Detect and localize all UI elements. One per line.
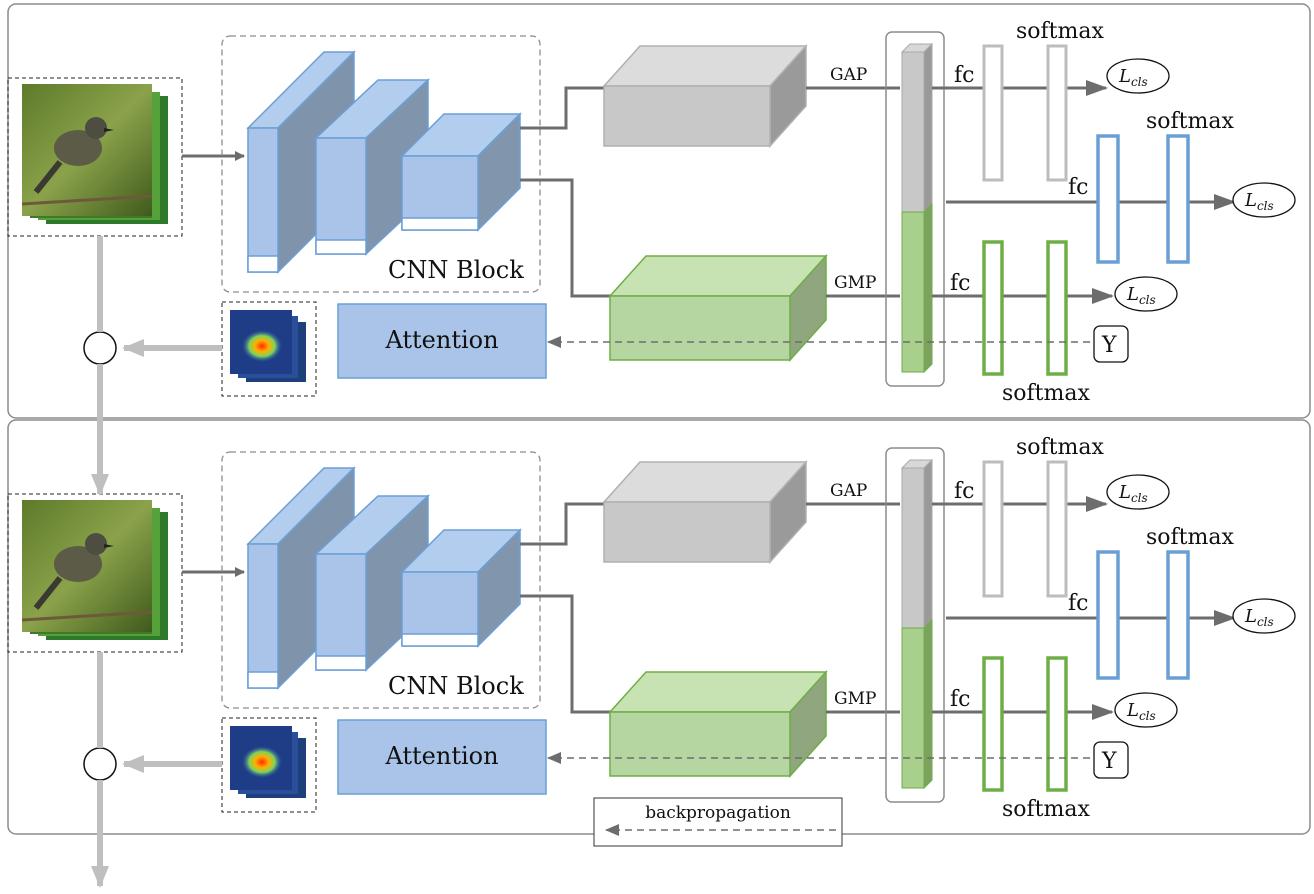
softmax-top-label: softmax (1016, 435, 1104, 460)
cnn-to-gap-line (520, 86, 604, 130)
cnn-to-gap-line (520, 502, 604, 546)
softmax-mid-box (1166, 134, 1190, 264)
cnn-layer-3 (400, 528, 522, 648)
fc-bottom-box (982, 656, 1004, 792)
gap-label: GAP (830, 65, 867, 85)
svg-text:Lcls: Lcls (1118, 482, 1148, 505)
svg-text:Lcls: Lcls (1244, 606, 1274, 629)
gmp-feature-map (608, 670, 828, 778)
loss-top: Lcls (1106, 58, 1170, 94)
fc-mid-label: fc (1068, 591, 1088, 616)
attention-box (337, 303, 547, 379)
fc-mid-label: fc (1068, 175, 1088, 200)
attention-map-stack (221, 717, 317, 813)
cnn-layer-3 (400, 112, 522, 232)
softmax-top-box (1046, 44, 1068, 182)
backprop-legend: backpropagation (593, 797, 843, 847)
attention-label: Attention (384, 742, 498, 770)
loss-mid: Lcls (1232, 598, 1296, 634)
fc-mid-box (1096, 134, 1120, 264)
fc-top-label: fc (954, 479, 974, 504)
softmax-mid-label: softmax (1146, 525, 1234, 550)
concat-container (885, 31, 945, 387)
elementwise-product-node (83, 747, 117, 781)
stage-panel (7, 3, 1311, 419)
svg-text:Lcls: Lcls (1126, 700, 1156, 723)
cnn-block-container (221, 451, 541, 709)
loss-top: Lcls (1106, 474, 1170, 510)
backprop-legend-label: backpropagation (645, 803, 791, 823)
softmax-bottom-label: softmax (1002, 381, 1090, 406)
softmax-top-box (1046, 460, 1068, 598)
input-image-stack (7, 77, 183, 237)
cnn-to-gmp-line (520, 594, 612, 714)
fc-top-box (982, 44, 1004, 182)
concat-feature-vector (900, 458, 934, 790)
stage-2: GAP GMP fc softmax fc softmax (7, 419, 1311, 835)
concat-feature-vector (900, 42, 934, 374)
gap-feature-map (602, 44, 808, 148)
target-label-box (1093, 325, 1129, 363)
attention-map-stack (221, 301, 317, 397)
softmax-mid-box (1166, 550, 1190, 680)
gmp-feature-map (608, 254, 828, 362)
input-image-stack (7, 493, 183, 653)
softmax-bottom-box (1046, 656, 1068, 792)
softmax-top-label: softmax (1016, 19, 1104, 44)
target-label: Y (1101, 333, 1117, 358)
fc-top-label: fc (954, 63, 974, 88)
softmax-bottom-box (1046, 240, 1068, 376)
svg-text:Lcls: Lcls (1126, 284, 1156, 307)
svg-text:Lcls: Lcls (1244, 190, 1274, 213)
softmax-bottom-label: softmax (1002, 797, 1090, 822)
svg-text:Lcls: Lcls (1118, 66, 1148, 89)
fc-top-box (982, 460, 1004, 598)
fc-bottom-label: fc (950, 687, 970, 712)
softmax-mid-label: softmax (1146, 109, 1234, 134)
loss-bottom: Lcls (1114, 692, 1178, 728)
gap-label: GAP (830, 481, 867, 501)
target-label: Y (1101, 749, 1117, 774)
cnn-block-label: CNN Block (388, 256, 524, 284)
cnn-to-gmp-line (520, 178, 612, 298)
fc-bottom-box (982, 240, 1004, 376)
stage-1: GAP GMP fc softmax fc softmax (7, 3, 1311, 419)
gap-feature-map (602, 460, 808, 564)
fc-mid-box (1096, 550, 1120, 680)
gmp-label: GMP (834, 689, 876, 709)
gmp-label: GMP (834, 273, 876, 293)
concat-container (885, 447, 945, 803)
fc-bottom-label: fc (950, 271, 970, 296)
attention-box (337, 719, 547, 795)
elementwise-product-node (83, 331, 117, 365)
attention-label: Attention (384, 326, 498, 354)
cnn-block-container (221, 35, 541, 293)
target-label-box (1093, 741, 1129, 779)
cnn-block-label: CNN Block (388, 672, 524, 700)
loss-bottom: Lcls (1114, 276, 1178, 312)
loss-mid: Lcls (1232, 182, 1296, 218)
